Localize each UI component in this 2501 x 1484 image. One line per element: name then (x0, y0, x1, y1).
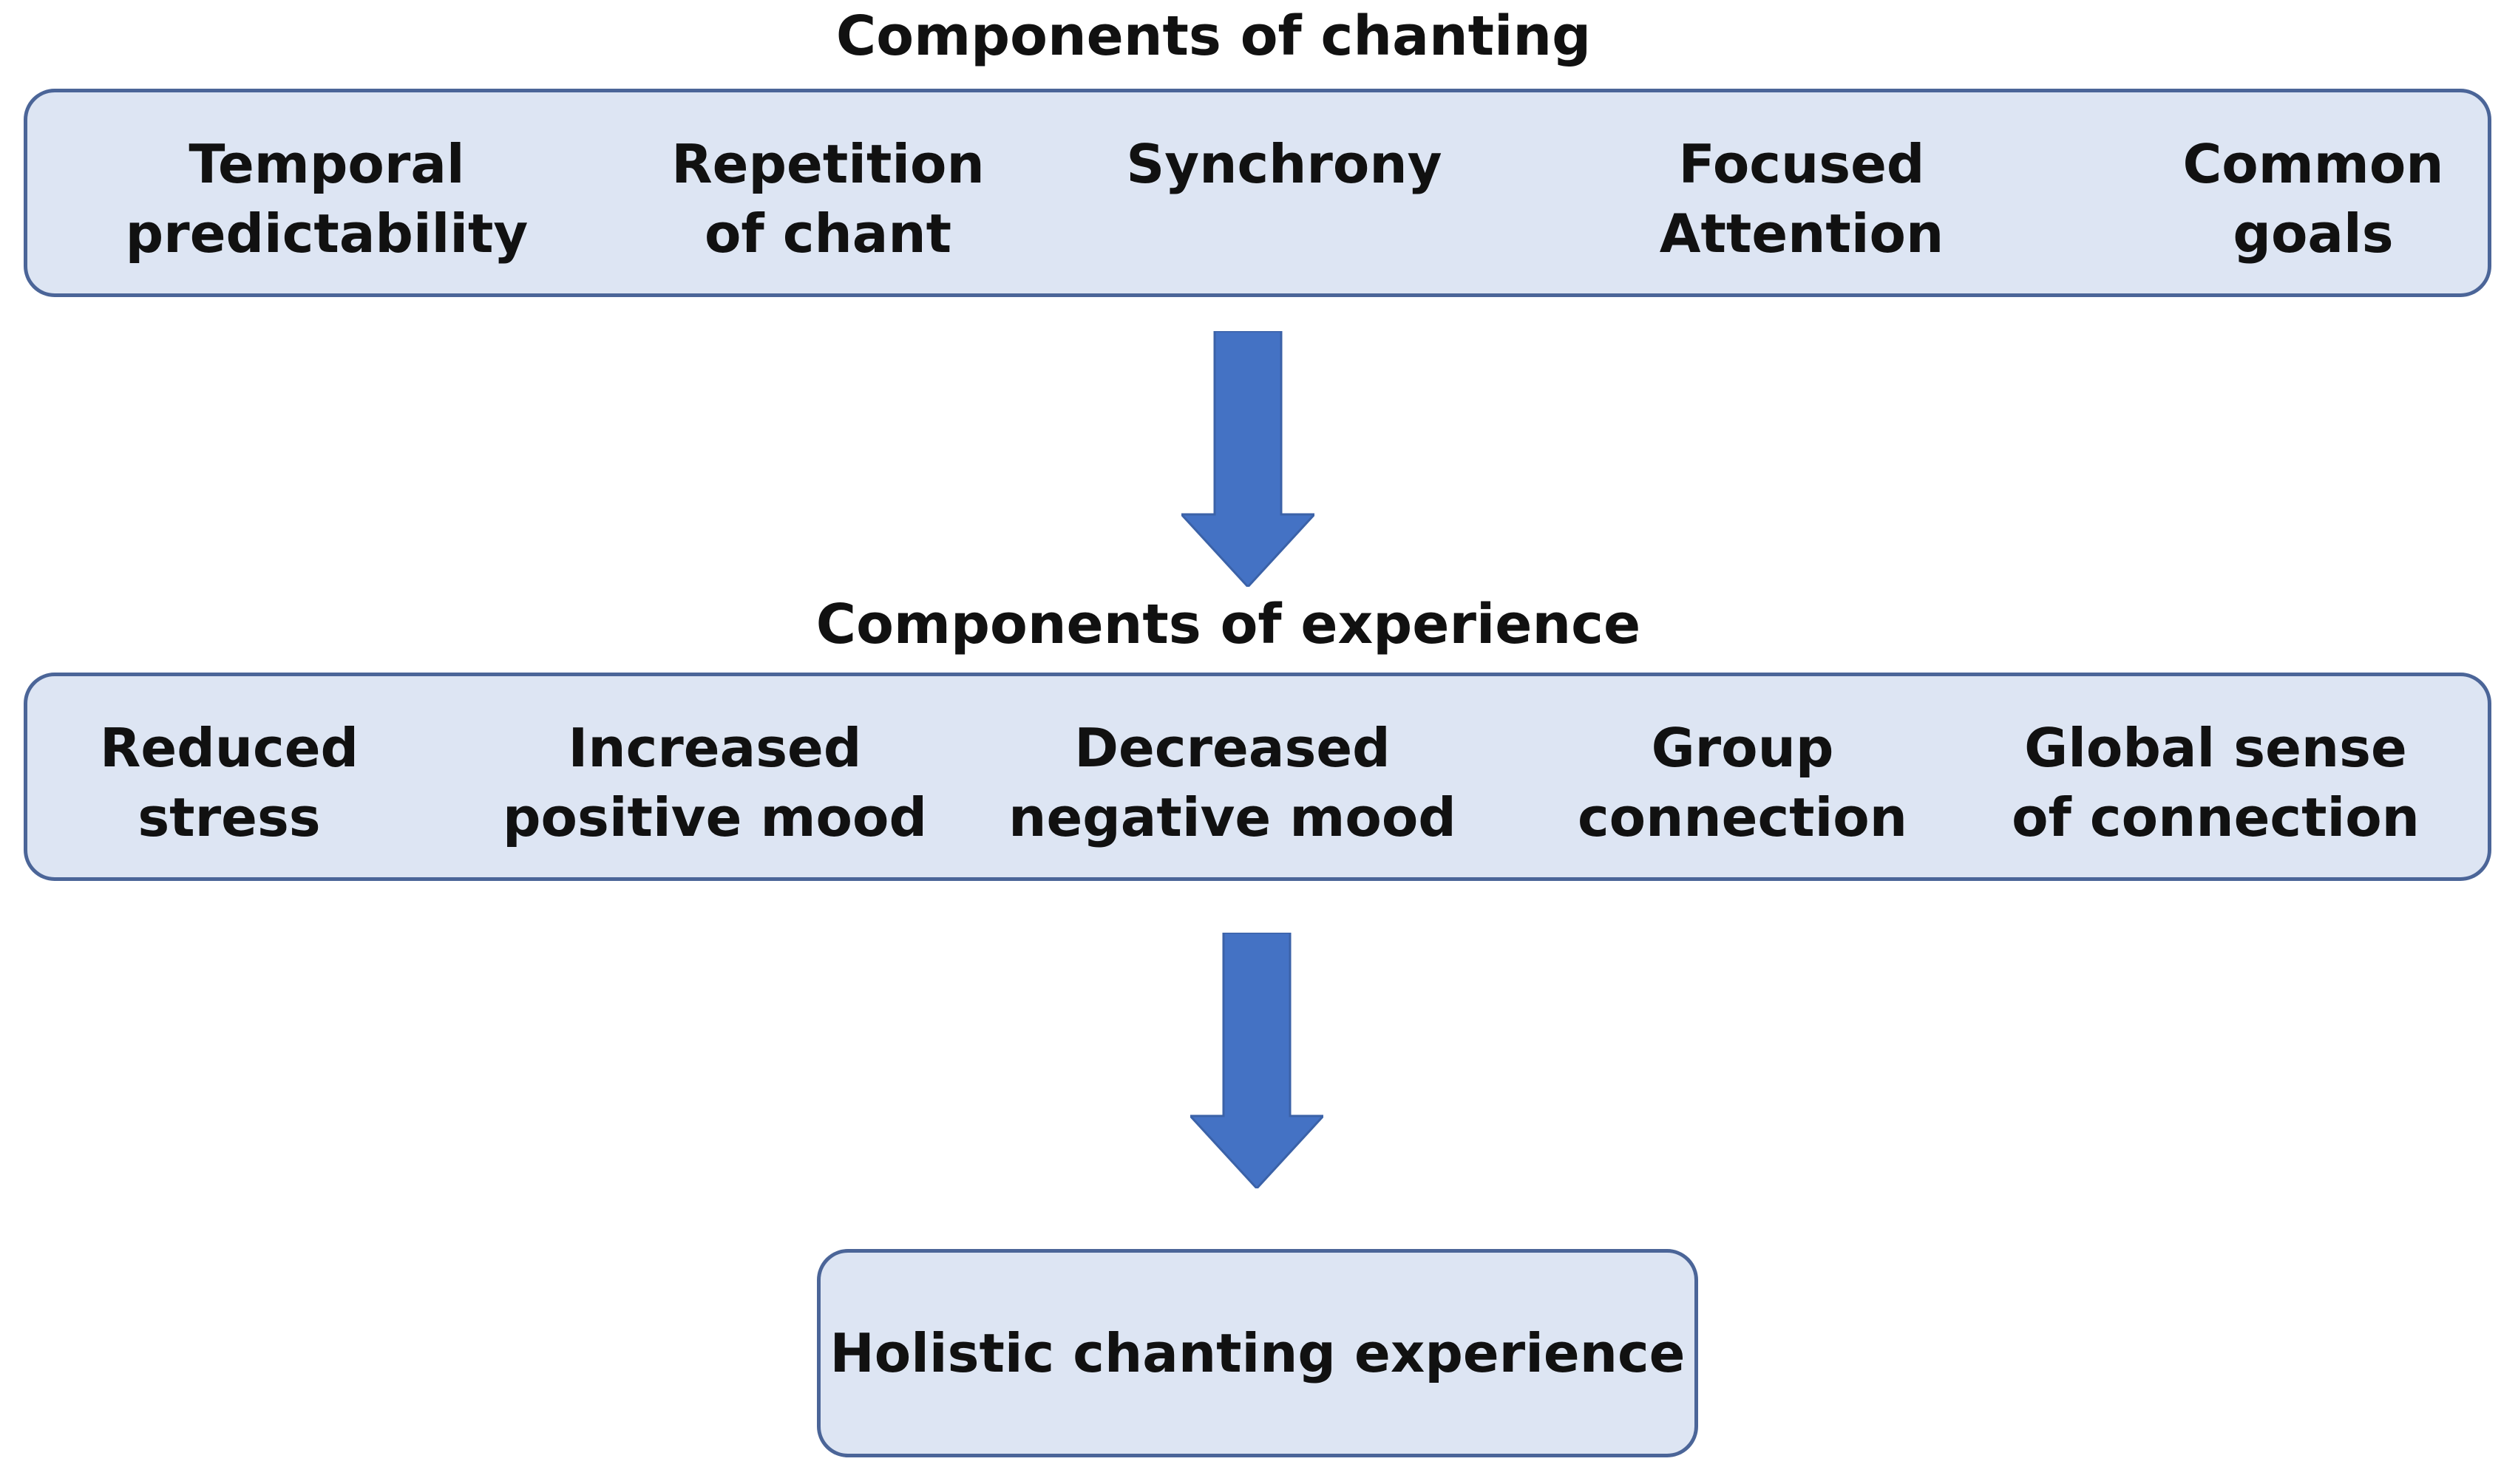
down-arrow-icon (1181, 331, 1314, 587)
heading-components-of-experience: Components of experience (815, 593, 1641, 656)
down-arrow-icon (1190, 933, 1323, 1188)
experience-item-global-sense-of-connection: Global sense of connection (2012, 713, 2420, 852)
item-line: Global sense (2024, 717, 2407, 779)
item-line: Decreased (1074, 717, 1391, 779)
experience-item-reduced-stress: Reduced stress (100, 713, 359, 852)
chanting-item-temporal-predictability: Temporal predictability (126, 129, 529, 268)
item-line: Temporal (189, 133, 465, 195)
item-line: Attention (1659, 202, 1944, 265)
holistic-experience-box: Holistic chanting experience (817, 1249, 1698, 1457)
item-line: of chant (704, 202, 952, 265)
experience-item-increased-positive-mood: Increased positive mood (503, 713, 927, 852)
chanting-item-repetition-of-chant: Repetition of chant (671, 129, 985, 268)
item-line: positive mood (503, 786, 927, 848)
item-line: of connection (2012, 786, 2420, 848)
chanting-item-synchrony: Synchrony (1126, 129, 1442, 199)
item-line: Synchrony (1126, 133, 1442, 195)
item-line: Common (2182, 133, 2444, 195)
item-line: Repetition (671, 133, 985, 195)
item-line: Reduced (99, 717, 359, 779)
chanting-item-focused-attention: Focused Attention (1660, 129, 1944, 268)
experience-components-box: Reduced stress Increased positive mood D… (24, 673, 2491, 881)
item-line: stress (138, 786, 321, 848)
chanting-item-common-goals: Common goals (2182, 129, 2443, 268)
experience-item-group-connection: Group connection (1578, 713, 1907, 852)
item-line: Focused (1678, 133, 1925, 195)
chanting-components-box: Temporal predictability Repetition of ch… (24, 89, 2491, 297)
item-line: predictability (125, 202, 529, 265)
item-line: goals (2233, 202, 2394, 265)
heading-components-of-chanting: Components of chanting (835, 4, 1592, 68)
experience-item-decreased-negative-mood: Decreased negative mood (1008, 713, 1456, 852)
item-line: negative mood (1008, 786, 1456, 848)
item-line: Group (1651, 717, 1834, 779)
holistic-experience-label: Holistic chanting experience (829, 1322, 1686, 1384)
item-line: connection (1578, 786, 1907, 848)
item-line: Increased (568, 717, 862, 779)
